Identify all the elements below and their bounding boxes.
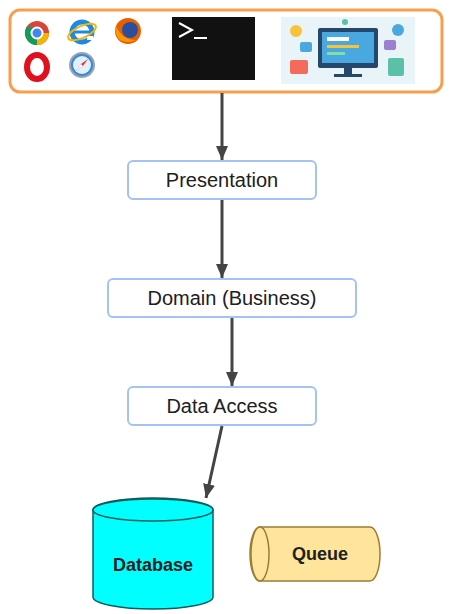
app-tile: [384, 40, 396, 50]
ie-icon: [66, 20, 98, 44]
chrome-red: [25, 21, 49, 45]
layer-label: Data Access: [166, 395, 277, 418]
layer-label: Domain (Business): [148, 287, 317, 310]
monitor-base: [334, 74, 362, 77]
safari-needle: [76, 59, 88, 71]
layer-label: Database: [113, 555, 193, 576]
firefox-fox: [115, 18, 141, 44]
safari-needle: [76, 64, 83, 71]
safari-face: [73, 56, 91, 74]
code-line: [327, 52, 345, 55]
opera-ring: [27, 55, 47, 79]
app-badge: [342, 19, 348, 25]
layer-label: Queue: [292, 544, 348, 565]
chrome-icon: [25, 21, 49, 45]
cylinder-end: [251, 527, 269, 581]
monitor-frame: [318, 28, 378, 68]
terminal-screen: [172, 17, 255, 80]
layer-label: Presentation: [166, 169, 278, 192]
database-cylinder-outline: [92, 498, 214, 609]
cylinder-body: [250, 527, 380, 581]
chrome-center: [32, 28, 43, 39]
safari-rim: [70, 53, 94, 77]
app-badge: [392, 24, 404, 36]
firefox-icon: [115, 18, 141, 44]
app-tile: [300, 42, 312, 52]
monitor-stand: [344, 68, 352, 74]
ie-swoosh: [66, 20, 98, 44]
opera-icon: [27, 55, 47, 79]
flow-arrow: [206, 426, 222, 498]
flow-arrow: [231, 318, 234, 386]
safari-icon: [70, 53, 94, 77]
client-arrow: [221, 93, 224, 160]
monitor-screen: [322, 32, 374, 63]
clients-box: [10, 10, 442, 92]
layer-box: Domain (Business): [107, 278, 357, 318]
firefox-tail: [116, 26, 137, 42]
layer-box: Presentation: [127, 160, 317, 200]
firefox-globe: [122, 22, 138, 38]
layer-box: Data Access: [127, 386, 317, 426]
queue-cylinder: Queue: [250, 526, 380, 582]
code-line: [327, 45, 359, 48]
app-illustration: [281, 17, 415, 84]
terminal-prompt: [179, 23, 192, 37]
ie-bar: [73, 31, 91, 34]
code-line: [327, 37, 349, 41]
cylinder-body: [93, 498, 213, 609]
app-tile: [290, 60, 308, 74]
flow-arrow: [221, 200, 224, 278]
terminal-cursor: [194, 37, 207, 39]
app-badge: [290, 25, 302, 37]
illustration-background: [281, 17, 415, 84]
app-tile: [388, 58, 404, 76]
database-cylinder: Database: [92, 498, 214, 609]
terminal-icon: [172, 17, 255, 80]
cylinder-top: [93, 499, 213, 521]
